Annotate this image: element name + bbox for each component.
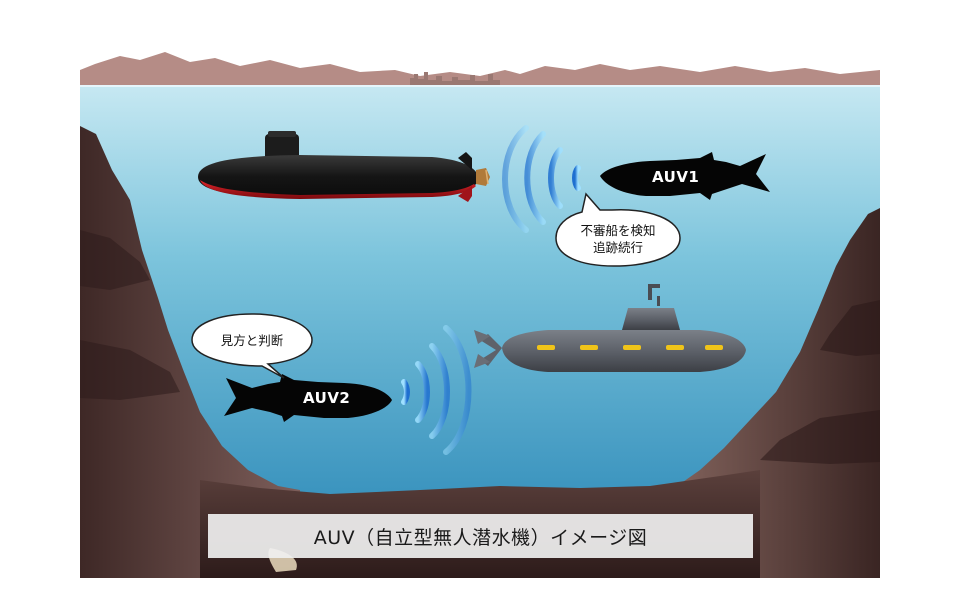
auv1-bubble-line-1: 不審船を検知 <box>580 223 656 238</box>
auv2-bubble-text: 見方と判断 <box>220 333 284 348</box>
mountain-range <box>80 52 880 86</box>
auv1-bubble-line-2: 追跡続行 <box>592 240 643 255</box>
auv1-label: AUV1 <box>652 168 700 186</box>
sonar-wave-icon <box>502 125 581 233</box>
sonar-wave-icon-2 <box>401 325 472 455</box>
left-rock-wall <box>80 126 300 578</box>
auv1-fish-silhouette <box>600 152 770 200</box>
right-rock-strata <box>760 300 880 464</box>
city-skyline <box>410 72 500 86</box>
caption-box: AUV（自立型無人潜水機）イメージ図 <box>208 514 753 558</box>
auv2-fish-silhouette <box>224 374 392 422</box>
auv1-speech-bubble <box>555 192 681 267</box>
caption-title: AUV（自立型無人潜水機）イメージ図 <box>313 526 648 549</box>
submarine-gray <box>474 284 746 372</box>
auv2-speech-bubble <box>191 313 313 379</box>
left-rock-strata <box>80 230 180 400</box>
auv2-label: AUV2 <box>303 389 351 407</box>
auv1-bubble-text: 不審船を検知 追跡続行 <box>562 222 674 256</box>
submarine-black-red <box>198 131 490 202</box>
hatch-lights <box>537 345 723 350</box>
